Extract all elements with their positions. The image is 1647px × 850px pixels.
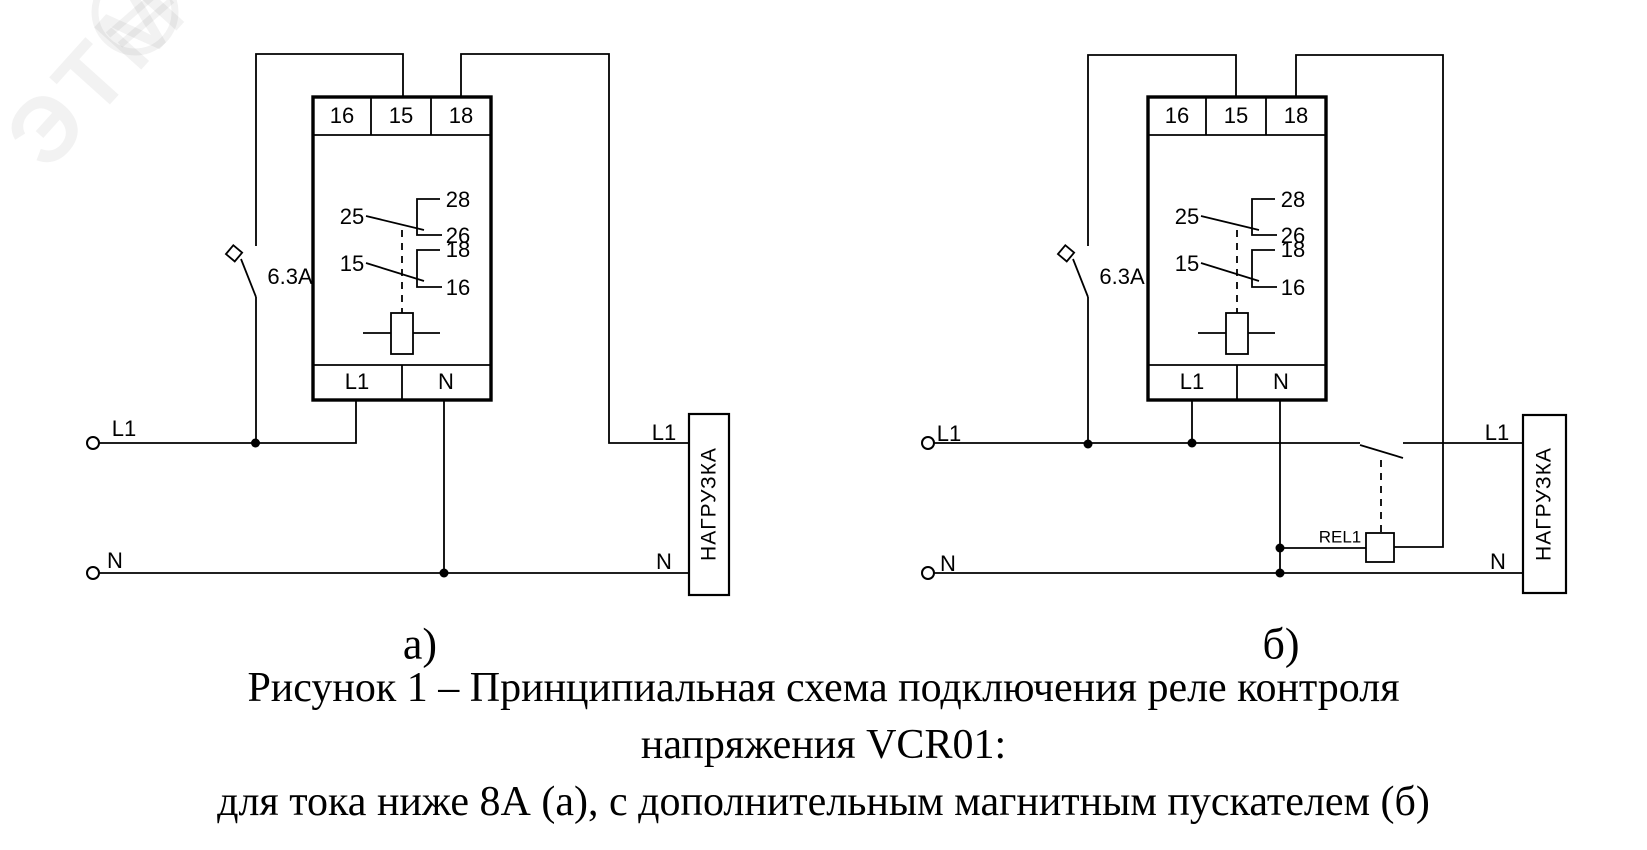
b-contact1-upper-label: 28 <box>1280 187 1306 212</box>
a-terminal-16-label: 16 <box>329 103 355 128</box>
b-relay-coil <box>1225 312 1249 355</box>
b-contactor-main-contact-blade <box>1359 444 1404 459</box>
b-contact2-common-label: 15 <box>1174 251 1200 276</box>
a-source-N-label: N <box>107 548 123 573</box>
b-junction-relayL1-L1 <box>1187 438 1197 448</box>
a-line-L1 <box>99 400 357 444</box>
b-contact1-common-label: 25 <box>1174 204 1200 229</box>
watermark-logo-icon <box>91 0 179 56</box>
a-contact1-common-label: 25 <box>339 204 365 229</box>
a-load-box <box>687 412 731 597</box>
b-source-L1-terminal-icon <box>921 436 935 450</box>
a-contact-brackets <box>416 198 442 288</box>
a-contact2-upper-label: 18 <box>445 237 471 262</box>
b-breaker-rating-label: 6.3A <box>1099 264 1145 289</box>
b-junction-N-line <box>1275 568 1285 578</box>
a-source-N-terminal-icon <box>86 566 100 580</box>
b-terminal-16-label: 16 <box>1164 103 1190 128</box>
b-contact1-lower-label: 26 <box>1280 223 1306 248</box>
a-contact1-lower-label: 26 <box>445 223 471 248</box>
b-junction-coil-N <box>1275 543 1285 553</box>
b-junction-breaker-L1 <box>1083 439 1093 449</box>
b-relay-N-terminal-label: N <box>1273 369 1289 394</box>
b-load-name-label: НАГРУЗКА <box>1532 447 1556 561</box>
a-contact1-upper-label: 28 <box>445 187 471 212</box>
b-terminal-18-label: 18 <box>1283 103 1309 128</box>
a-breaker-blade <box>240 258 257 298</box>
a-breaker-handle-icon <box>224 243 244 263</box>
b-wire-terminal18-to-coil <box>1295 54 1444 548</box>
a-load-N-label: N <box>656 549 672 574</box>
b-wire-terminal15-to-breaker <box>1087 54 1237 246</box>
a-junction-relayN-N <box>439 568 449 578</box>
b-source-L1-label: L1 <box>936 421 962 446</box>
figure-caption: Рисунок 1 – Принципиальная схема подключ… <box>0 660 1647 831</box>
b-contact2-upper-label: 18 <box>1280 237 1306 262</box>
a-terminal-18-label: 18 <box>448 103 474 128</box>
caption-line-3: для тока ниже 8А (а), с дополнительным м… <box>217 779 1430 825</box>
b-contact2-lower-label: 16 <box>1280 275 1306 300</box>
b-contact-brackets <box>1251 198 1277 288</box>
b-breaker-blade <box>1072 258 1089 298</box>
a-source-L1-label: L1 <box>111 416 137 441</box>
b-load-L1-label: L1 <box>1484 420 1510 445</box>
b-relay-terminal-rows <box>1148 97 1326 400</box>
a-wire-terminal15-to-breaker <box>255 53 404 246</box>
b-load-N-label: N <box>1490 549 1506 574</box>
a-load-name-label: НАГРУЗКА <box>697 447 721 561</box>
b-load-box <box>1521 413 1568 595</box>
b-breaker-handle-icon <box>1056 243 1076 263</box>
caption-line-1: Рисунок 1 – Принципиальная схема подключ… <box>247 665 1400 711</box>
a-terminal-15-label: 15 <box>388 103 414 128</box>
a-contact2-lower-label: 16 <box>445 275 471 300</box>
b-contactor-label: REL1 <box>1318 527 1362 547</box>
a-contact-blades <box>365 215 425 282</box>
a-line-N <box>99 400 689 574</box>
b-source-N-terminal-icon <box>921 566 935 580</box>
b-contact-blades <box>1200 215 1260 282</box>
b-source-N-label: N <box>940 551 956 576</box>
a-load-L1-label: L1 <box>651 420 677 445</box>
a-relay-L1-terminal-label: L1 <box>344 369 370 394</box>
a-wire-terminal18-to-load <box>460 53 689 444</box>
a-relay-coil <box>390 312 414 355</box>
a-contact2-common-label: 15 <box>339 251 365 276</box>
diagram-b-linework <box>921 54 1568 595</box>
b-terminal-15-label: 15 <box>1223 103 1249 128</box>
diagram-a-linework <box>86 53 731 597</box>
diagram-a-letter: а) <box>402 619 438 669</box>
b-contactor-coil <box>1365 532 1395 563</box>
b-relay-L1-terminal-label: L1 <box>1179 369 1205 394</box>
a-relay-terminal-rows <box>313 97 491 400</box>
a-source-L1-terminal-icon <box>86 436 100 450</box>
b-line-L1-left <box>934 400 1360 444</box>
diagram-b-letter: б) <box>1262 619 1300 669</box>
caption-line-2: напряжения VCR01: <box>640 722 1007 768</box>
a-junction-breaker-L1 <box>251 438 260 448</box>
a-breaker-rating-label: 6.3A <box>267 264 313 289</box>
a-relay-N-terminal-label: N <box>438 369 454 394</box>
